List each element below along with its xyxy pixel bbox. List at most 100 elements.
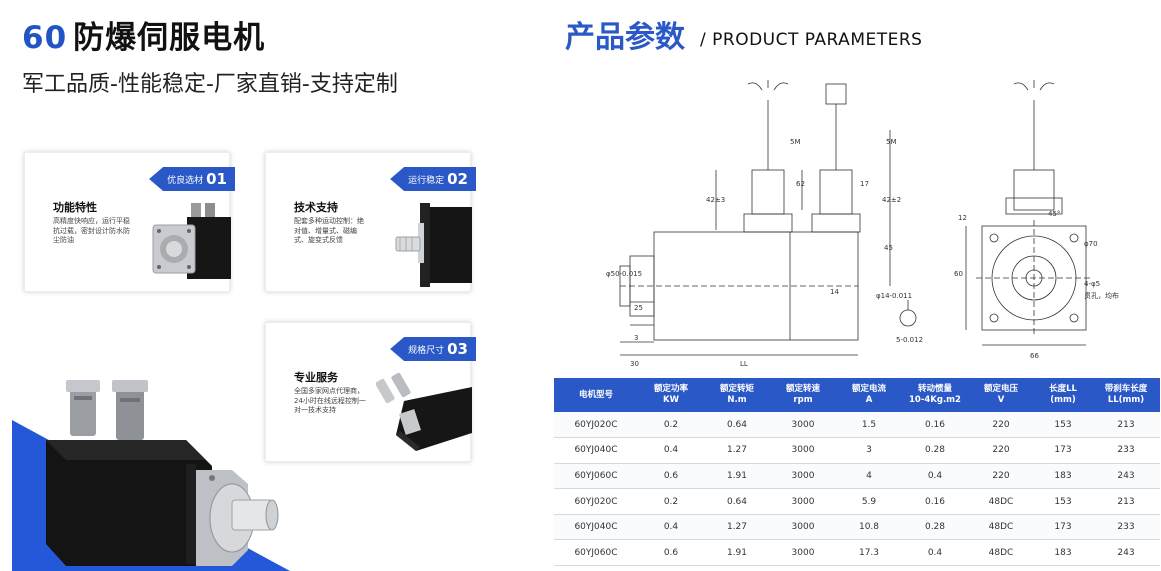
table-cell: 153	[1034, 412, 1092, 439]
dim-label: 42±2	[882, 196, 901, 204]
dim-label: 25	[634, 304, 643, 312]
servo-motor-image	[46, 380, 279, 566]
feature-card-1: 优良选材 01 功能特性 高精度快响应，运行平稳抗过载，密封设计防水防尘防油	[24, 152, 235, 292]
dim-label: 62	[796, 180, 805, 188]
dim-label: φ14-0.011	[876, 292, 912, 300]
card-title: 专业服务	[294, 371, 338, 384]
motor-side-image	[395, 203, 472, 287]
table-cell: 1.91	[704, 463, 770, 490]
card-tag: 规格尺寸 03	[390, 337, 476, 361]
table-cell: 3000	[770, 437, 836, 464]
dim-label: 14	[830, 288, 839, 296]
card-tag: 运行稳定 02	[390, 167, 476, 191]
table-cell: 173	[1034, 514, 1092, 541]
table-cell: 153	[1034, 488, 1092, 515]
table-cell: 60YJ020C	[554, 412, 638, 439]
dim-label: φ50-0.015	[606, 270, 642, 278]
card-tag: 优良选材 01	[149, 167, 235, 191]
table-cell: 60YJ060C	[554, 463, 638, 490]
card-tag-number: 03	[447, 340, 468, 358]
table-cell: 0.16	[902, 488, 968, 515]
column-header: 长度LL(mm)	[1034, 378, 1092, 412]
dim-label: 17	[860, 180, 869, 188]
table-cell: 213	[1092, 488, 1160, 515]
table-cell: 60YJ040C	[554, 514, 638, 541]
table-cell: 3000	[770, 412, 836, 439]
table-cell: 17.3	[836, 539, 902, 567]
table-cell: 0.6	[638, 463, 704, 490]
card-title: 功能特性	[53, 201, 97, 214]
card-tag-number: 01	[206, 170, 227, 188]
motor-front-image	[152, 203, 231, 279]
table-cell: 0.16	[902, 412, 968, 439]
column-header: 电机型号	[554, 378, 638, 412]
dim-label: 45°	[1048, 210, 1060, 218]
dim-label: 5M	[886, 138, 897, 146]
dim-label: 66	[1030, 352, 1039, 360]
dim-label: 30	[630, 360, 639, 368]
dim-label: φ70	[1084, 240, 1098, 248]
table-cell: 60YJ020C	[554, 488, 638, 515]
dim-label: 42±3	[706, 196, 725, 204]
table-cell: 0.4	[638, 437, 704, 464]
table-cell: 3	[836, 437, 902, 464]
table-cell: 173	[1034, 437, 1092, 464]
technical-drawing: 30 3 25 LL 62 17 42±3 42±2 45 5M 5M φ50-…	[606, 80, 1119, 368]
table-cell: 0.4	[902, 539, 968, 567]
dim-label: 45	[884, 244, 893, 252]
table-cell: 0.4	[638, 514, 704, 541]
card-description: 高精度快响应，运行平稳抗过载，密封设计防水防尘防油	[53, 217, 130, 244]
card-description: 全国多家网点代理商，24小时在线远程控制一对一技术支持	[294, 387, 366, 414]
table-cell: 220	[968, 437, 1034, 464]
dim-label: 3	[634, 334, 638, 342]
title-text: 防爆伺服电机	[73, 20, 266, 56]
dim-label: 贯孔，均布	[1084, 291, 1119, 300]
dim-label: LL	[740, 360, 748, 368]
dim-label: 5-0.012	[896, 336, 923, 344]
table-cell: 220	[968, 412, 1034, 439]
card-title: 技术支持	[294, 201, 338, 214]
table-cell: 10.8	[836, 514, 902, 541]
table-cell: 48DC	[968, 514, 1034, 541]
table-cell: 48DC	[968, 488, 1034, 515]
table-cell: 1.27	[704, 514, 770, 541]
card-tag-text: 优良选材	[167, 175, 204, 186]
feature-card-2: 运行稳定 02 技术支持 配套多种运动控制：绝对值、增量式、磁编式、旋变式反馈	[265, 152, 476, 292]
table-cell: 48DC	[968, 539, 1034, 567]
table-cell: 0.28	[902, 437, 968, 464]
table-cell: 1.5	[836, 412, 902, 439]
motor-angled-image	[376, 372, 472, 451]
table-cell: 3000	[770, 539, 836, 567]
table-cell: 4	[836, 463, 902, 490]
page-subtitle: 军工品质-性能稳定-厂家直销-支持定制	[22, 72, 398, 97]
table-cell: 233	[1092, 514, 1160, 541]
table-cell: 0.4	[902, 463, 968, 490]
table-cell: 1.91	[704, 539, 770, 567]
table-cell: 0.64	[704, 488, 770, 515]
table-cell: 0.6	[638, 539, 704, 567]
card-tag-text: 运行稳定	[408, 175, 445, 186]
dim-label: 5M	[790, 138, 801, 146]
table-cell: 5.9	[836, 488, 902, 515]
table-cell: 183	[1034, 539, 1092, 567]
card-tag-text: 规格尺寸	[408, 345, 445, 356]
table-cell: 3000	[770, 463, 836, 490]
table-cell: 60YJ060C	[554, 539, 638, 567]
table-cell: 243	[1092, 463, 1160, 490]
table-cell: 183	[1034, 463, 1092, 490]
params-title: 产品参数	[565, 20, 685, 55]
table-cell: 3000	[770, 514, 836, 541]
